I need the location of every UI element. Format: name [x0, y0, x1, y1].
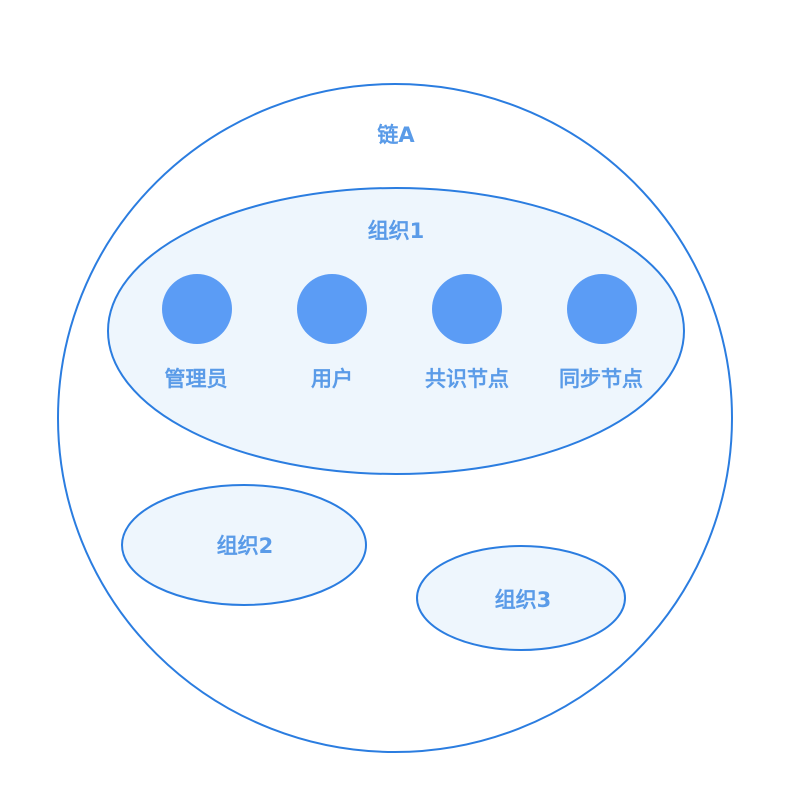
- chain-label: 链A: [377, 123, 415, 147]
- node-consensus-label: 共识节点: [425, 367, 509, 391]
- org1-label: 组织1: [368, 219, 425, 243]
- org3-boundary: [416, 545, 626, 651]
- org1-boundary: [107, 187, 685, 475]
- node-sync-label: 同步节点: [559, 367, 643, 391]
- node-admin-label: 管理员: [165, 367, 228, 391]
- node-user: [297, 274, 367, 344]
- org2-label: 组织2: [217, 534, 274, 558]
- node-consensus: [432, 274, 502, 344]
- node-admin: [162, 274, 232, 344]
- org3-label: 组织3: [495, 588, 552, 612]
- node-user-label: 用户: [311, 367, 353, 391]
- node-sync: [567, 274, 637, 344]
- org2-boundary: [121, 484, 367, 606]
- chain-boundary: [57, 83, 733, 753]
